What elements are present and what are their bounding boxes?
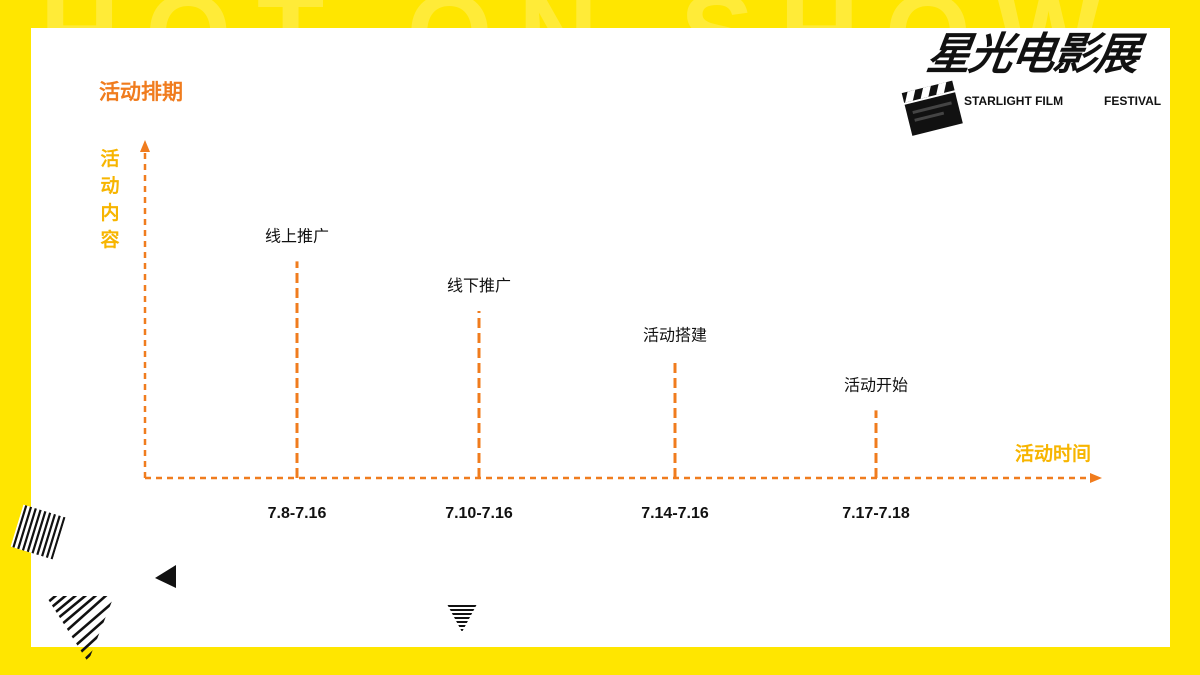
striped-triangle-decoration [46,596,114,662]
date-tick-label: 7.8-7.16 [268,505,327,522]
date-tick-label: 7.10-7.16 [445,505,513,522]
section-title: 活动排期 [99,80,183,104]
logo-english-left: STARLIGHT FILM [964,94,1064,108]
content-card [31,28,1170,647]
x-axis-label: 活动时间 [1015,443,1092,465]
x-axis-arrow [1090,473,1102,483]
date-tick-label: 7.14-7.16 [641,505,709,522]
activity-label: 活动搭建 [643,326,707,345]
triangle-decoration [155,565,176,588]
date-tick-label: 7.17-7.18 [842,505,910,522]
y-axis-arrow [140,140,150,152]
logo-english-right: FESTIVAL [1104,94,1162,108]
activity-label: 活动开始 [844,375,908,394]
activity-label: 线下推广 [447,276,511,295]
clapperboard-icon [901,80,963,136]
striped-square-decoration [10,504,66,560]
activity-label: 线上推广 [265,226,329,245]
small-striped-triangle-decoration [447,605,477,631]
festival-logo: 星光电影展 STARLIGHT FILM FESTIVAL [898,18,1173,136]
y-axis-label: 活动内容 [100,148,120,251]
